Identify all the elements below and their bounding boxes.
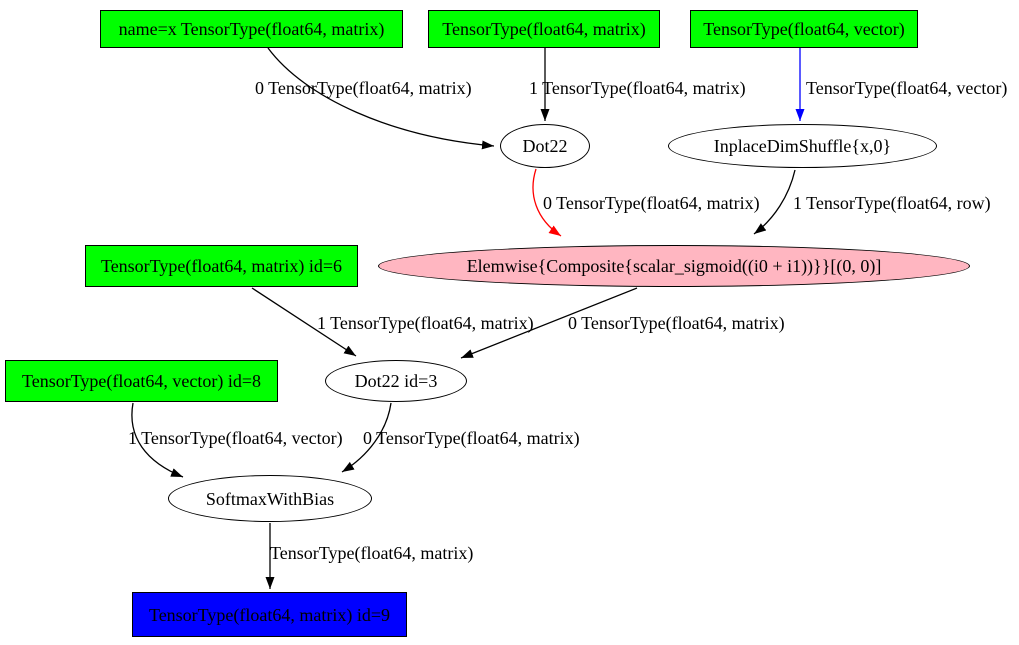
node-input-x: name=x TensorType(float64, matrix) [100,10,403,48]
edge-label-id8-to-softmax: 1 TensorType(float64, vector) [128,428,343,448]
node-inplacedimshuffle: InplaceDimShuffle{x,0} [668,124,937,168]
node-input-id6: TensorType(float64, matrix) id=6 [85,245,358,287]
edge-label-matrix-to-dot22: 1 TensorType(float64, matrix) [529,78,746,98]
edge-id8-to-softmax [131,402,184,478]
node-input-matrix: TensorType(float64, matrix) [428,10,660,48]
node-dot22: Dot22 [500,124,590,168]
edge-id6-to-dot22id3 [251,287,357,357]
edge-dot22-to-elemwise [532,168,562,237]
edge-label-inplacedimshuffle-to-elemwise: 1 TensorType(float64, row) [793,193,991,213]
edge-label-x-to-dot22: 0 TensorType(float64, matrix) [255,78,472,98]
edge-label-id6-to-dot22id3: 1 TensorType(float64, matrix) [317,313,534,333]
node-softmaxwithbias: SoftmaxWithBias [168,475,372,522]
node-input-id8: TensorType(float64, vector) id=8 [5,360,278,402]
node-input-vector: TensorType(float64, vector) [690,10,918,48]
edge-x-to-dot22 [267,47,495,150]
node-dot22-id3: Dot22 id=3 [325,360,467,402]
edge-label-elemwise-to-dot22id3: 0 TensorType(float64, matrix) [568,313,785,333]
edge-label-softmax-to-output: TensorType(float64, matrix) [270,543,474,563]
edge-label-vector-to-inplacedimshuffle: TensorType(float64, vector) [806,78,1008,98]
edge-label-dot22-to-elemwise: 0 TensorType(float64, matrix) [543,193,760,213]
edge-inplacedimshuffle-to-elemwise [753,169,796,235]
node-elemwise-sigmoid: Elemwise{Composite{scalar_sigmoid((i0 + … [378,245,970,287]
edge-label-dot22id3-to-softmax: 0 TensorType(float64, matrix) [363,428,580,448]
node-output-id9: TensorType(float64, matrix) id=9 [132,592,407,637]
edge-dot22id3-to-softmax [341,402,392,473]
edge-elemwise-to-dot22id3 [460,287,638,359]
